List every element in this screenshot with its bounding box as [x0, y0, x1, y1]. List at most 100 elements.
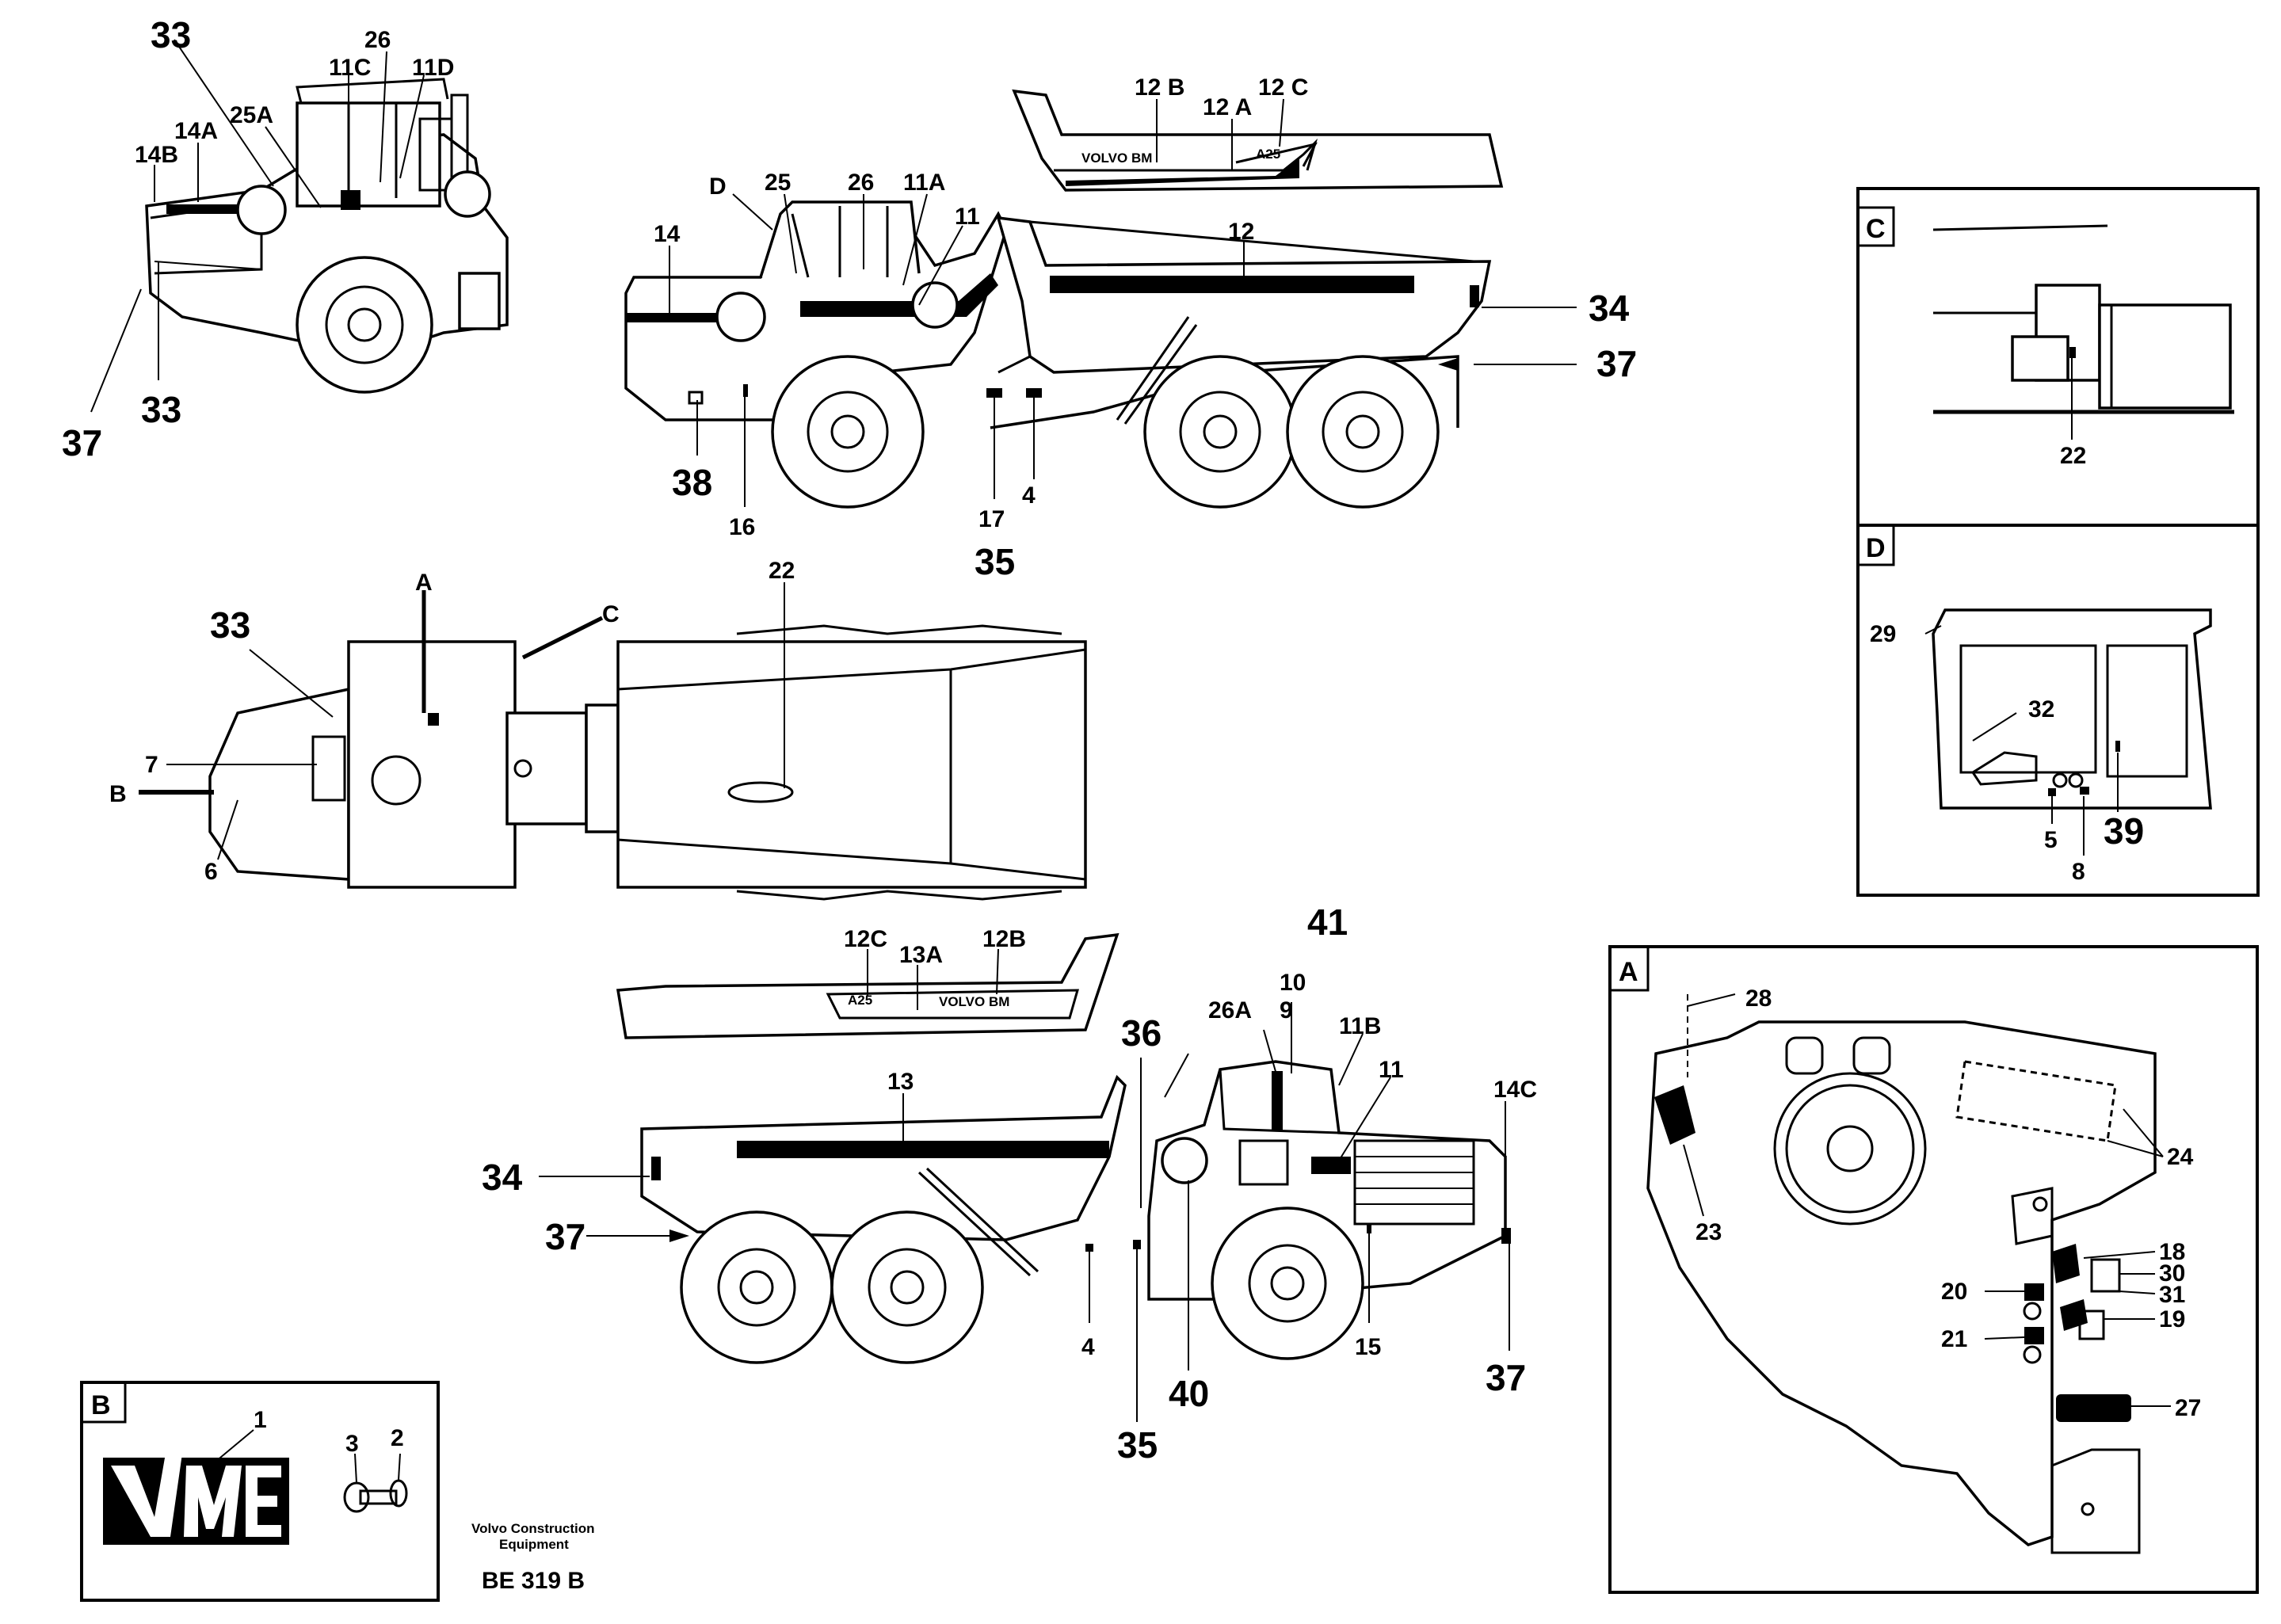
label-37-bottom-left: 37 — [545, 1216, 586, 1257]
detail-C-title: C — [1866, 214, 1886, 244]
detail-A-label-24: 24 — [2167, 1144, 2194, 1170]
label-14: 14 — [654, 221, 681, 247]
label-12C-top: 12 C — [1258, 74, 1308, 101]
label-13: 13 — [887, 1069, 914, 1095]
detail-B-panel: B 1 3 2 — [80, 1381, 440, 1602]
detail-A-label-30: 30 — [2159, 1260, 2185, 1287]
label-C-view-marker: C — [602, 601, 620, 627]
label-12: 12 — [1228, 219, 1254, 245]
label-12B-top: 12 B — [1135, 74, 1184, 101]
detail-B-title: B — [91, 1390, 111, 1420]
label-10: 10 — [1280, 970, 1306, 996]
label-26-side: 26 — [848, 170, 874, 196]
front-quarter-leaders: 33 26 11C 11D 25A 14A 14B 33 37 — [62, 14, 454, 463]
detail-C-label-22: 22 — [2060, 443, 2086, 469]
detail-D-label-32: 32 — [2028, 696, 2054, 722]
label-11B: 11B — [1339, 1013, 1381, 1039]
label-26A: 26A — [1208, 997, 1252, 1024]
decal-top-model: A25 — [1256, 147, 1280, 162]
label-25: 25 — [765, 170, 791, 196]
label-34-top: 34 — [1589, 288, 1630, 329]
label-11C: 11C — [329, 55, 371, 81]
side-view-bottom-leaders: 41 10 9 26A 11B 36 11 14C 13 34 37 4 40 … — [482, 902, 1537, 1466]
label-12B-bottom: 12B — [982, 926, 1026, 952]
detail-A-label-18: 18 — [2159, 1239, 2185, 1265]
label-7: 7 — [145, 752, 158, 778]
label-35-top: 35 — [975, 541, 1015, 582]
detail-A-label-20: 20 — [1941, 1279, 1967, 1305]
decal-bottom-model: A25 — [848, 993, 872, 1008]
plan-view-leaders: A C 33 22 7 B 6 — [109, 558, 795, 885]
label-11-top: 11 — [955, 204, 980, 230]
label-33-bottom: 33 — [141, 389, 181, 430]
bottom-decal-strip: A25 VOLVO BM 12C 13A 12B — [616, 926, 1120, 1039]
label-35-bottom: 35 — [1117, 1424, 1158, 1466]
detail-D-title: D — [1866, 533, 1886, 563]
decal-top-brand: VOLVO BM — [1081, 151, 1152, 166]
label-40: 40 — [1169, 1373, 1209, 1414]
detail-A-label-19: 19 — [2159, 1306, 2185, 1332]
label-11-bottom: 11 — [1379, 1057, 1404, 1083]
detail-B-label-2: 2 — [391, 1425, 404, 1451]
label-12A: 12 A — [1203, 94, 1252, 120]
side-view-top — [624, 200, 1492, 509]
label-12C-bottom: 12C — [844, 926, 887, 952]
detail-B-label-3: 3 — [345, 1431, 359, 1457]
plan-view — [208, 624, 1087, 901]
detail-A-label-23: 23 — [1695, 1219, 1722, 1245]
label-B-view-marker: B — [109, 781, 127, 807]
label-15: 15 — [1355, 1334, 1381, 1360]
label-37: 37 — [62, 422, 102, 463]
label-33-top: 33 — [151, 14, 191, 55]
label-16: 16 — [729, 514, 755, 540]
label-6: 6 — [204, 859, 218, 885]
detail-A-label-31: 31 — [2159, 1282, 2185, 1308]
label-13A: 13A — [899, 942, 943, 968]
detail-D-label-8: 8 — [2072, 859, 2085, 885]
label-17: 17 — [978, 506, 1005, 532]
label-26: 26 — [364, 27, 391, 53]
label-33-plan: 33 — [210, 604, 250, 646]
detail-D-label-5: 5 — [2044, 827, 2058, 853]
label-38: 38 — [672, 462, 712, 503]
top-decal-strip: VOLVO BM A25 12 B 12 A 12 C — [1012, 74, 1504, 192]
label-14A: 14A — [174, 118, 218, 144]
label-9: 9 — [1280, 997, 1293, 1024]
detail-D-panel: D 29 32 5 8 39 — [1856, 524, 2260, 897]
detail-A-panel: A 28 23 24 18 3 — [1608, 945, 2259, 1594]
detail-A-label-21: 21 — [1941, 1326, 1967, 1352]
detail-A-label-28: 28 — [1745, 985, 1772, 1012]
company-line-1: Volvo Construction — [471, 1521, 595, 1536]
label-A-view-marker: A — [415, 570, 433, 596]
label-34-bottom: 34 — [482, 1157, 523, 1198]
side-view-bottom — [640, 1060, 1511, 1364]
label-D-view-marker: D — [709, 173, 727, 200]
footer: Volvo Construction Equipment BE 319 B — [471, 1521, 595, 1594]
label-41: 41 — [1307, 902, 1348, 943]
vme-logo-icon — [103, 1426, 289, 1545]
label-14B: 14B — [135, 142, 178, 168]
label-25A: 25A — [230, 102, 273, 128]
detail-A-title: A — [1619, 957, 1638, 987]
label-36: 36 — [1121, 1012, 1161, 1054]
fastener-bolt-icon — [343, 1479, 408, 1513]
label-37-top: 37 — [1596, 343, 1637, 384]
detail-B-label-1: 1 — [254, 1407, 267, 1433]
side-view-top-leaders: D 25 26 11A 11 14 12 34 37 38 16 17 4 35 — [654, 170, 1637, 582]
label-4-bottom: 4 — [1081, 1334, 1095, 1360]
label-37-bottom-right: 37 — [1486, 1357, 1526, 1398]
detail-A-label-27: 27 — [2175, 1395, 2201, 1421]
detail-D-label-29: 29 — [1870, 621, 1896, 647]
detail-C-panel: C 22 — [1856, 187, 2260, 527]
decal-bottom-brand: VOLVO BM — [939, 994, 1009, 1009]
drawing-code: BE 319 B — [482, 1568, 585, 1594]
front-quarter-view — [145, 78, 509, 394]
label-22-plan: 22 — [769, 558, 795, 584]
label-14C: 14C — [1493, 1077, 1537, 1103]
company-line-2: Equipment — [499, 1537, 569, 1552]
label-11D: 11D — [412, 55, 454, 81]
label-4-top: 4 — [1022, 482, 1036, 509]
detail-D-label-39: 39 — [2104, 810, 2144, 852]
label-11A: 11A — [903, 170, 945, 196]
